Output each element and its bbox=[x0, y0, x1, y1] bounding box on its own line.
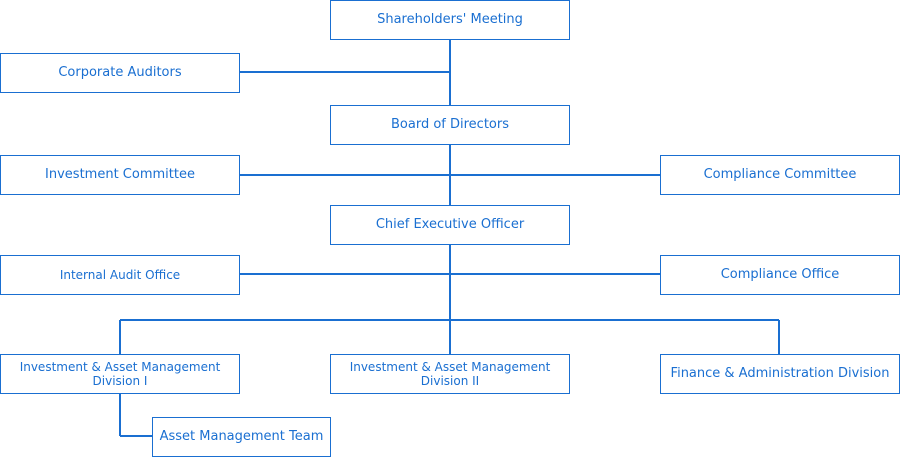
finance-admin-division-label: Finance & Administration Division bbox=[670, 366, 890, 381]
board-of-directors-box[interactable]: Board of Directors bbox=[330, 105, 570, 145]
shareholders-meeting-label: Shareholders' Meeting bbox=[377, 12, 523, 27]
compliance-office-label: Compliance Office bbox=[720, 267, 840, 282]
compliance-office-box[interactable]: Compliance Office bbox=[660, 255, 900, 295]
iam-division-1-box[interactable]: Investment & Asset Management Division I bbox=[0, 354, 240, 394]
iam-division-2-box[interactable]: Investment & Asset Management Division I… bbox=[330, 354, 570, 394]
corporate-auditors-label: Corporate Auditors bbox=[58, 65, 182, 80]
internal-audit-office-label: Internal Audit Office bbox=[59, 268, 181, 282]
compliance-committee-label: Compliance Committee bbox=[703, 167, 857, 182]
ceo-label: Chief Executive Officer bbox=[375, 217, 525, 232]
asset-management-team-label: Asset Management Team bbox=[159, 429, 324, 444]
iam-division-1-line1: Investment & Asset Management bbox=[19, 360, 221, 374]
shareholders-meeting-box[interactable]: Shareholders' Meeting bbox=[330, 0, 570, 40]
board-of-directors-label: Board of Directors bbox=[391, 117, 509, 132]
iam-division-1-line2: Division I bbox=[92, 374, 148, 388]
iam-division-2-line1: Investment & Asset Management bbox=[349, 360, 551, 374]
corporate-auditors-box[interactable]: Corporate Auditors bbox=[0, 53, 240, 93]
ceo-box[interactable]: Chief Executive Officer bbox=[330, 205, 570, 245]
investment-committee-box[interactable]: Investment Committee bbox=[0, 155, 240, 195]
investment-committee-label: Investment Committee bbox=[45, 167, 195, 182]
iam-division-2-line2: Division II bbox=[420, 374, 480, 388]
asset-management-team-box[interactable]: Asset Management Team bbox=[152, 417, 331, 457]
finance-admin-division-box[interactable]: Finance & Administration Division bbox=[660, 354, 900, 394]
internal-audit-office-box[interactable]: Internal Audit Office bbox=[0, 255, 240, 295]
compliance-committee-box[interactable]: Compliance Committee bbox=[660, 155, 900, 195]
